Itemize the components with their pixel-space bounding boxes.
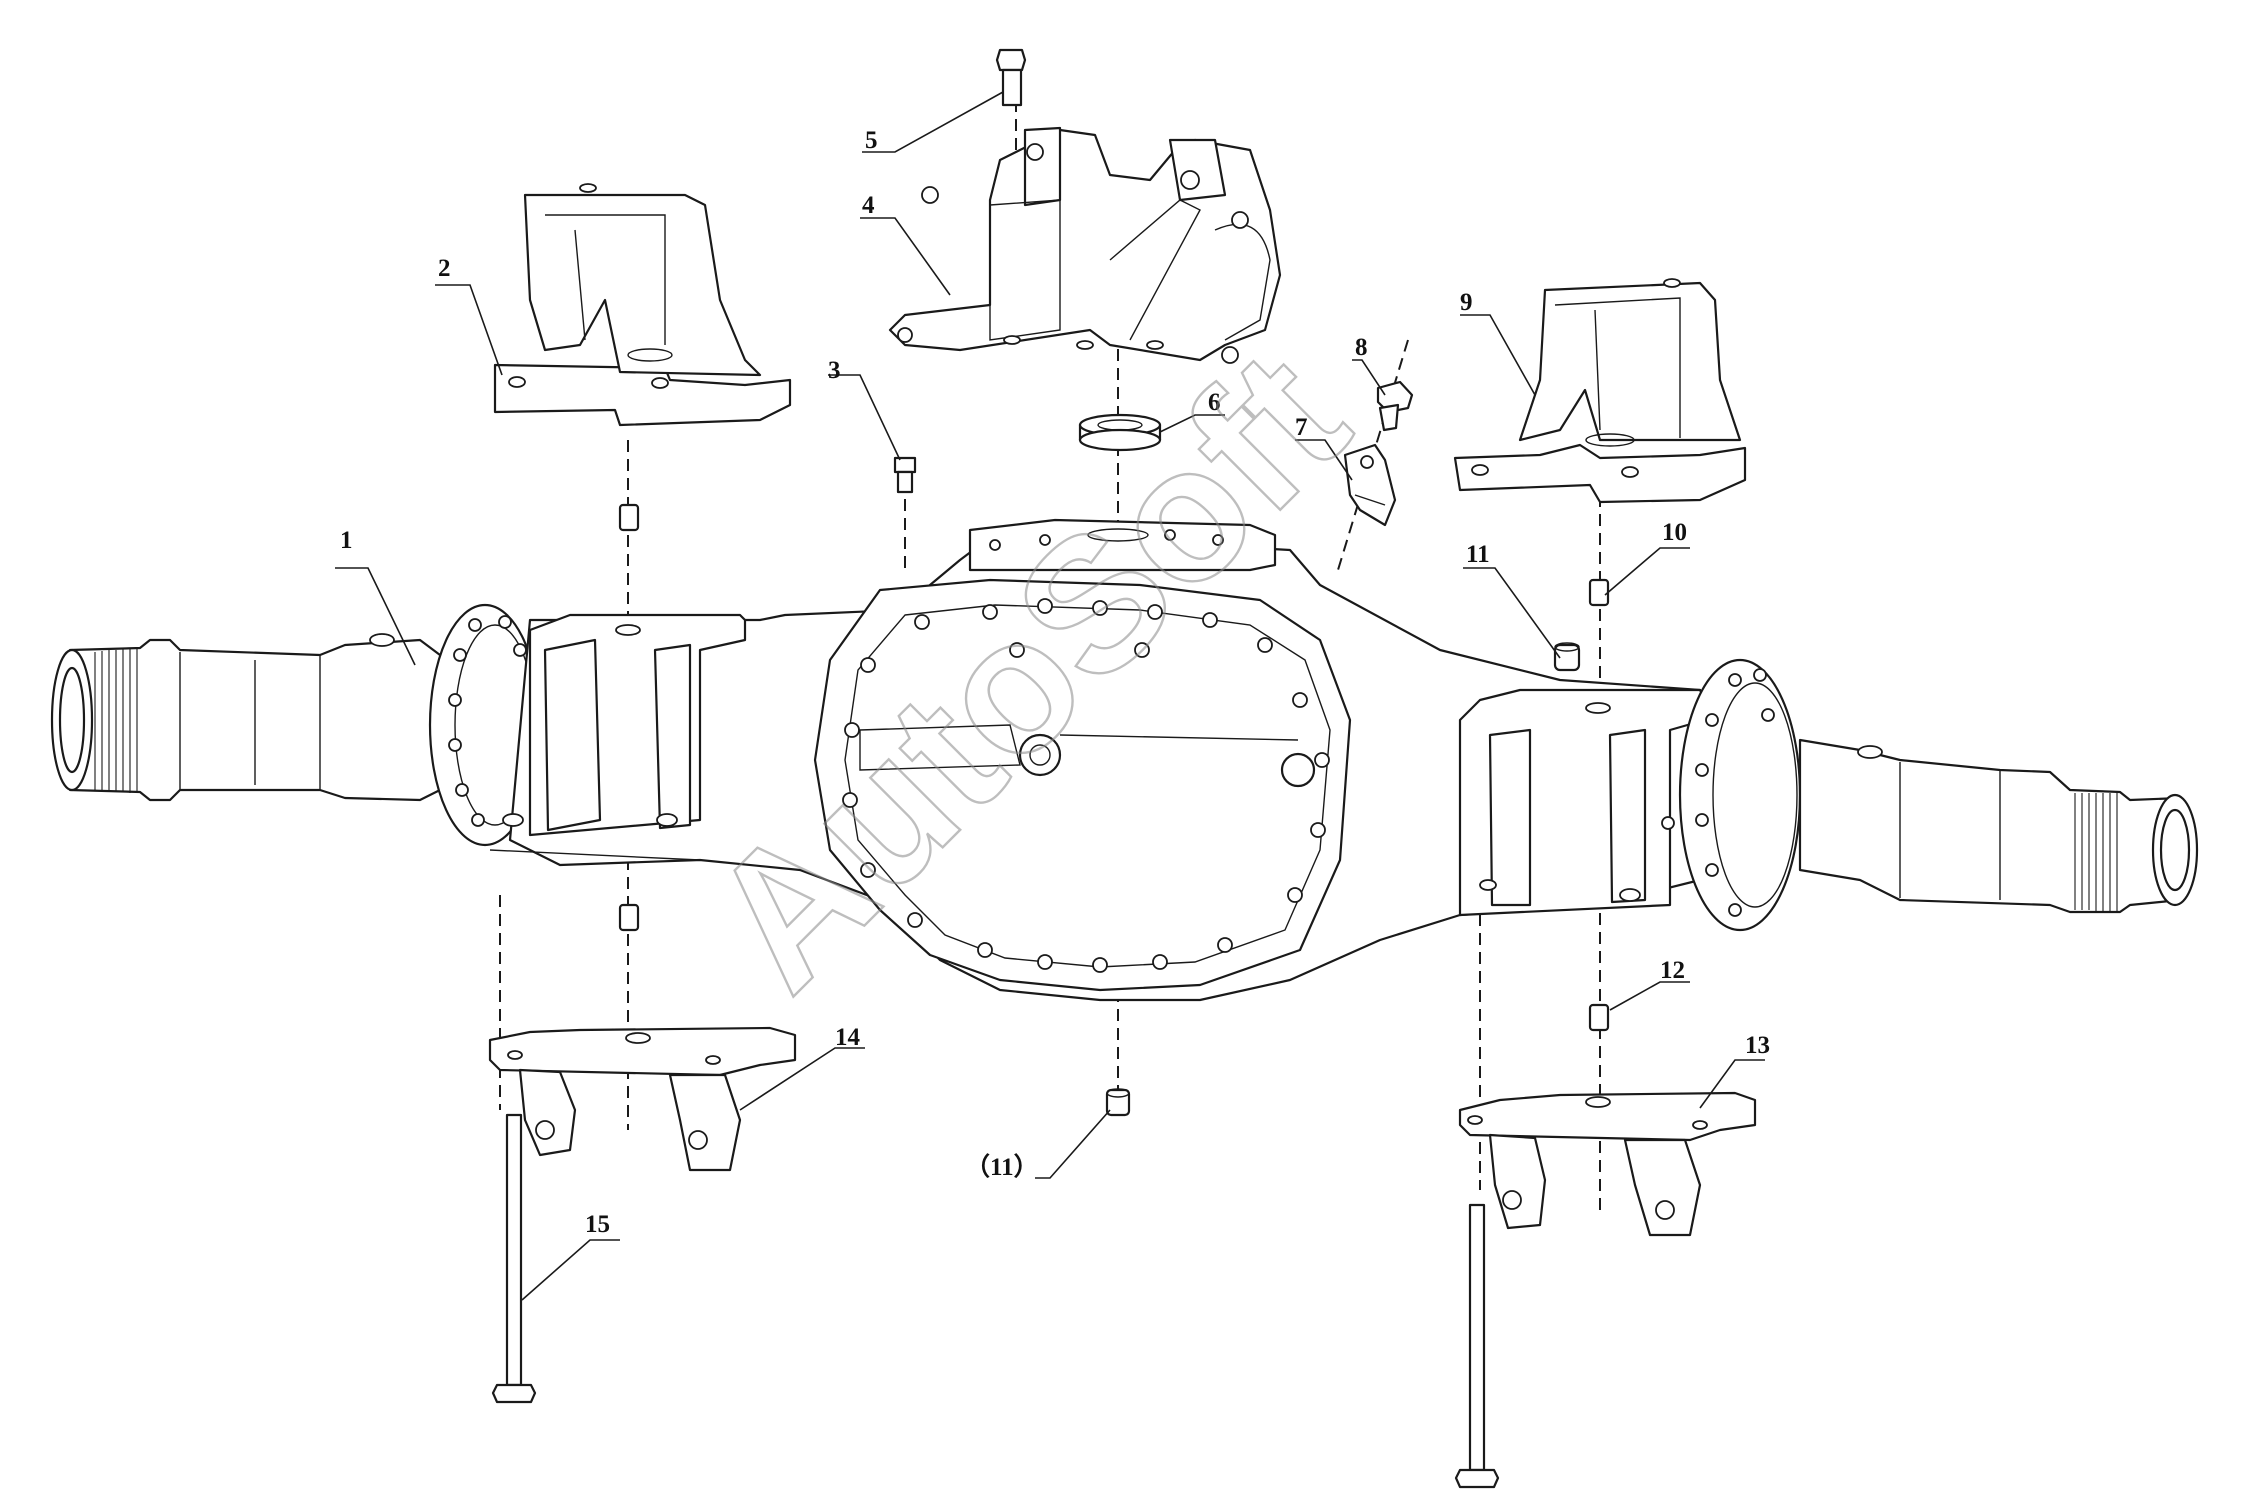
long-bolt-right: [1454, 1203, 1500, 1489]
long-bolt-left: [491, 1113, 537, 1404]
bushing-left-upper: [618, 503, 640, 532]
callout-15: 15: [585, 1211, 610, 1238]
right-spring-seat-block: [1458, 688, 1707, 917]
right-spindle: [1798, 738, 2199, 914]
right-flange: [1661, 658, 1802, 932]
small-bracket-plate: [1343, 443, 1397, 527]
callout-6: 6: [1208, 389, 1221, 416]
left-spring-seat-block: [489, 613, 747, 861]
small-stud: [893, 456, 917, 494]
leader-lines: [335, 91, 1765, 1301]
callout-13: 13: [1745, 1032, 1770, 1059]
bushing-10: [1588, 578, 1610, 607]
bushing-left-lower: [618, 903, 640, 932]
right-upper-bracket: [1453, 278, 1747, 504]
callout-14: 14: [835, 1024, 861, 1051]
cover-bolt-holes: [842, 598, 1330, 973]
callout-1: 1: [340, 527, 353, 554]
small-bolt: [1376, 380, 1414, 432]
bushing-12: [1588, 1003, 1610, 1032]
center-upper-bracket: [888, 126, 1282, 364]
callout-labels: 1 2 3 4 5 6 7 8 9 10 11 （11） 12 13 14 15: [340, 127, 1770, 1238]
callout-11: 11: [1466, 541, 1490, 568]
callout-2: 2: [438, 255, 451, 282]
callout-10: 10: [1662, 519, 1687, 546]
bushing-11: [1553, 642, 1581, 672]
right-lower-plate: [1458, 1091, 1757, 1237]
left-upper-bracket: [493, 183, 792, 427]
callout-11-paren: （11）: [965, 1152, 1039, 1181]
left-lower-plate: [488, 1026, 797, 1172]
axle-housing: [50, 518, 2199, 1002]
callout-5: 5: [865, 127, 878, 154]
bushing-11-bottom: [1105, 1088, 1131, 1117]
callout-3: 3: [828, 357, 841, 384]
top-bolt: [995, 48, 1027, 107]
callout-8: 8: [1355, 334, 1368, 361]
left-spindle: [50, 633, 472, 802]
spacer-ring: [1078, 413, 1162, 452]
callout-12: 12: [1660, 957, 1685, 984]
callout-9: 9: [1460, 289, 1473, 316]
callout-4: 4: [862, 192, 875, 219]
callout-7: 7: [1295, 414, 1308, 441]
